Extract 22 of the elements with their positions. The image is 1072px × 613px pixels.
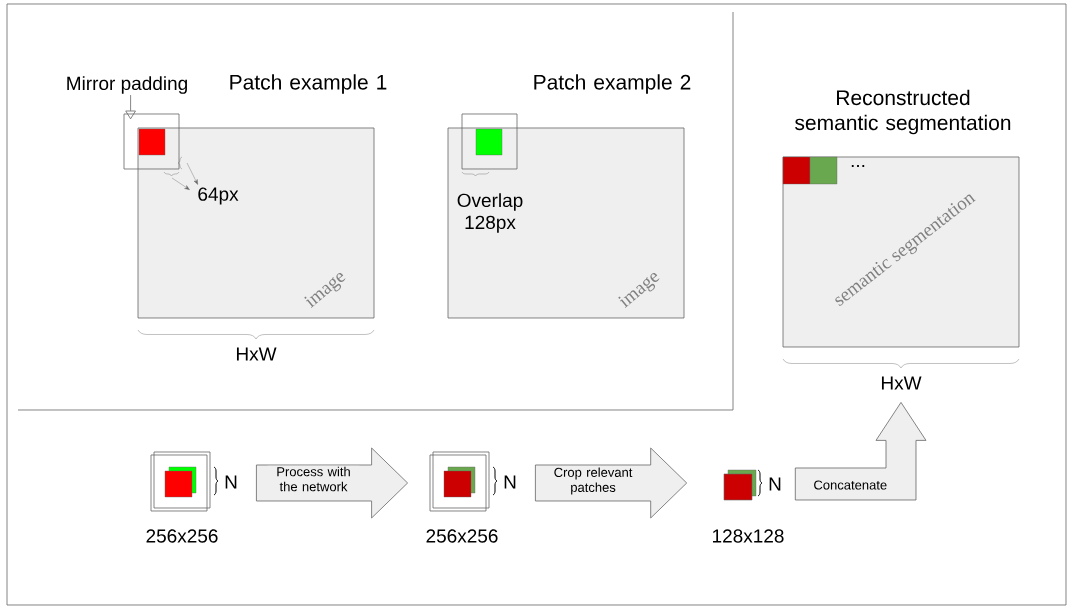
patch-stack-drawing [429, 451, 490, 512]
arrow-label: Concatenate [812, 479, 889, 491]
count-label: N [504, 475, 516, 489]
count-label: N [225, 475, 237, 489]
label-text: Mirror padding [67, 76, 187, 94]
panel-title: Reconstructed semantic segmentation [795, 89, 1011, 135]
size-label: HxW [882, 376, 922, 390]
size-label: HxW [237, 347, 277, 361]
dimension-label: Overlap 128px [457, 193, 523, 233]
ellipsis-text: ... [851, 165, 865, 167]
count-label: N [769, 477, 781, 491]
arrow [125, 94, 136, 120]
panel-title: Patch example 1 [230, 74, 387, 94]
size-label: 128x128 [713, 529, 784, 543]
patch-stack-drawing [150, 451, 211, 512]
panel-title: Patch example 2 [534, 74, 691, 94]
size-label: 256x256 [426, 529, 498, 543]
arrow-label: Crop relevant patches [547, 466, 640, 496]
dimension-label: 64px [198, 187, 239, 205]
patch-stack-drawing [723, 469, 757, 501]
arrow-label: Process with the network [267, 465, 360, 493]
size-label: 256x256 [146, 529, 218, 543]
